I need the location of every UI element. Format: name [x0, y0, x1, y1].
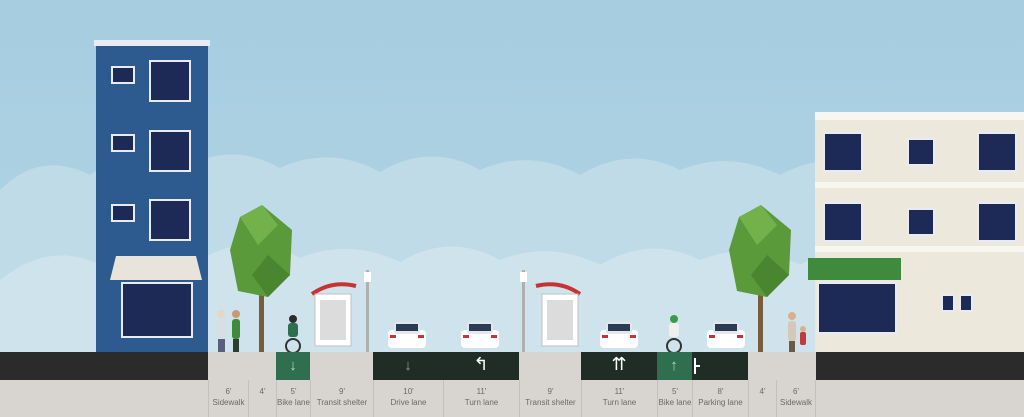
segment-buffer[interactable]: 4' — [748, 380, 776, 417]
arrow-down-icon: ↓ — [404, 357, 412, 374]
segment-width: 8' — [717, 387, 724, 396]
storefront-window — [121, 282, 193, 338]
segment-width: 11' — [614, 387, 625, 396]
window — [977, 202, 1017, 242]
window — [149, 199, 191, 241]
ground-base-left — [0, 380, 208, 417]
sidewalk-surface — [208, 352, 276, 380]
segment-width: 11' — [476, 387, 487, 396]
segment-width: 6' — [793, 387, 799, 396]
transit-shelter — [310, 270, 371, 352]
segment-turn-lane[interactable]: 11' Turn lane — [581, 380, 657, 417]
window — [111, 204, 135, 222]
arrow-up-icon: ↑ — [670, 357, 678, 374]
segment-buffer[interactable]: 4' — [248, 380, 276, 417]
tree — [729, 205, 791, 355]
right-building — [808, 112, 1024, 352]
drive-lane-surface: ↓ — [373, 352, 443, 380]
window — [823, 202, 863, 242]
segment-label: Transit shelter — [525, 398, 576, 407]
transit-shelter — [520, 270, 582, 352]
segment-transit-shelter[interactable]: 9' Transit shelter — [310, 380, 373, 417]
pedestrians — [217, 310, 240, 353]
tree — [230, 205, 292, 355]
segment-width: 5' — [290, 387, 297, 396]
segment-label: Transit shelter — [316, 398, 368, 407]
storefront-window — [817, 282, 897, 334]
parking-lane-surface — [692, 352, 748, 380]
sidewalk-surface — [748, 352, 816, 380]
transit-shelter-surface — [310, 352, 373, 380]
left-building — [94, 40, 210, 352]
segment-label: Turn lane — [464, 398, 499, 407]
straight-or-right-arrow-icon: ⇈ — [611, 354, 627, 374]
ground-strip-left — [0, 352, 208, 380]
bike-lane-surface: ↑ — [657, 352, 692, 380]
awning — [110, 256, 202, 280]
segment-sidewalk[interactable]: 6' Sidewalk — [208, 380, 248, 417]
window — [907, 138, 935, 166]
car — [461, 322, 499, 348]
segment-bike-lane[interactable]: 5' Bike lane — [276, 380, 310, 417]
segment-transit-shelter[interactable]: 9' Transit shelter — [519, 380, 581, 417]
window — [941, 294, 955, 312]
segment-sidewalk[interactable]: 6' Sidewalk — [776, 380, 816, 417]
car — [388, 322, 426, 348]
segment-label: Sidewalk — [212, 398, 245, 407]
segment-label: Bike lane — [277, 398, 310, 407]
car — [707, 322, 745, 348]
segment-label: Bike lane — [658, 398, 692, 407]
segment-label: Sidewalk — [779, 398, 812, 407]
segment-width: 4' — [259, 387, 266, 396]
car — [600, 322, 638, 348]
turn-left-arrow-icon: ↰ — [473, 354, 489, 374]
segment-width: 10' — [403, 387, 414, 396]
parking-marker — [694, 365, 700, 367]
segment-label: Turn lane — [602, 398, 637, 407]
segment-label: Parking lane — [698, 398, 743, 407]
segment-drive-lane[interactable]: 10' Drive lane — [373, 380, 443, 417]
transit-shelter-surface — [519, 352, 581, 380]
segment-parking-lane[interactable]: 8' Parking lane — [692, 380, 748, 417]
segment-width: 9' — [547, 387, 554, 396]
window — [149, 130, 191, 172]
segment-width: 9' — [339, 387, 345, 396]
segment-bike-lane[interactable]: 5' Bike lane — [657, 380, 692, 417]
turn-lane-surface: ⇈ — [581, 352, 657, 380]
window — [907, 208, 935, 236]
window — [111, 66, 135, 84]
ground-base-right — [816, 380, 1024, 417]
window — [111, 134, 135, 152]
pedestrians — [788, 312, 806, 353]
bike-lane-surface: ↓ — [276, 352, 310, 380]
cyclist — [285, 315, 301, 354]
floor-band — [815, 182, 1024, 188]
segment-turn-lane[interactable]: 11' Turn lane — [443, 380, 519, 417]
roof-trim — [815, 112, 1024, 120]
awning — [808, 258, 901, 280]
window — [959, 294, 973, 312]
segment-label: Drive lane — [390, 398, 427, 407]
ground-strip-right — [816, 352, 1024, 380]
arrow-down-icon: ↓ — [289, 357, 297, 374]
window — [149, 60, 191, 102]
window — [977, 132, 1017, 172]
cyclist — [666, 315, 682, 354]
segment-width: 6' — [225, 387, 232, 396]
segment-width: 5' — [672, 387, 678, 396]
roof-trim — [94, 40, 210, 46]
window — [823, 132, 863, 172]
floor-band — [815, 246, 1024, 252]
turn-lane-surface: ↰ — [443, 352, 519, 380]
segment-width: 4' — [759, 387, 766, 396]
